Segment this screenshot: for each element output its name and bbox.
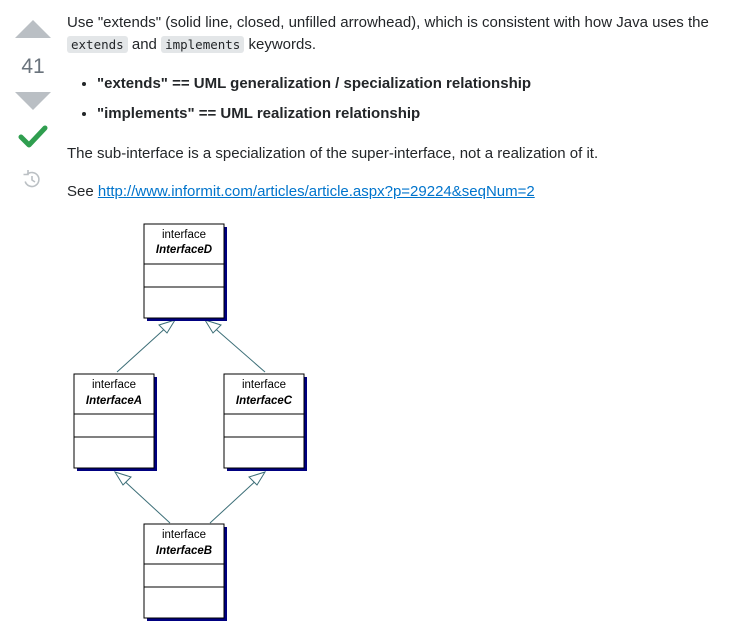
interface-name: InterfaceB [156,545,212,557]
connector-line [209,323,266,373]
interface-name: InterfaceC [236,395,293,407]
connector-line [116,323,171,373]
upvote-icon[interactable] [15,20,51,38]
arrowhead-icon [113,471,132,486]
bullet-item: "implements" == UML realization relation… [97,103,531,125]
stereotype-label: interface [92,379,136,391]
text-span: Use "extends" (solid line, closed, unfil… [67,14,709,31]
uml-box-interface-c: interface InterfaceC [223,373,307,471]
connector-line [119,476,171,524]
downvote-icon[interactable] [15,92,51,110]
inline-code-extends: extends [67,36,128,53]
vote-count: 41 [21,55,45,78]
text-span: See [67,183,98,200]
uml-box-interface-d: interface InterfaceD [143,223,227,321]
stereotype-label: interface [242,379,286,391]
arrowhead-icon [248,471,267,486]
inline-code-implements: implements [161,36,245,53]
answer-paragraph: The sub-interface is a specialization of… [67,145,599,162]
bullet-list: "extends" == UML generalization / specia… [67,73,531,125]
uml-box-interface-b: interface InterfaceB [143,523,227,621]
reference-link[interactable]: http://www.informit.com/articles/article… [97,183,535,200]
uml-box-interface-a: interface InterfaceA [73,373,157,471]
text-span: keywords. [244,36,317,53]
checkmark-icon [18,125,48,148]
bullet-item: "extends" == UML generalization / specia… [97,73,531,95]
interface-name: InterfaceA [86,395,142,407]
answer-paragraph: See http://www.informit.com/articles/art… [67,181,535,203]
connector-line [209,476,261,524]
arrowhead-icon [158,319,177,334]
text-span: and [127,36,162,53]
interface-name: InterfaceD [156,244,212,256]
stereotype-label: interface [162,529,206,541]
arrowhead-icon [203,319,222,334]
answer-paragraph: Use "extends" (solid line, closed, unfil… [67,12,727,56]
stereotype-label: interface [162,229,206,241]
uml-diagram: interface InterfaceD interface Interface… [73,223,307,621]
history-icon[interactable] [22,170,42,190]
